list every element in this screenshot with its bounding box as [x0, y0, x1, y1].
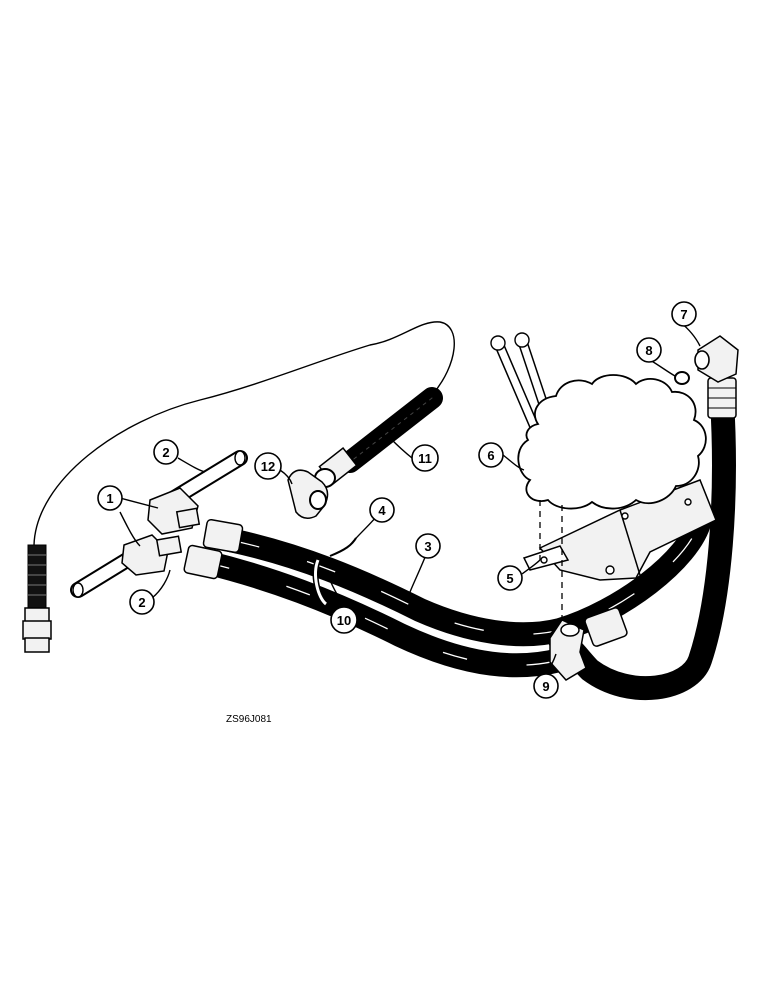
svg-text:11: 11 [418, 451, 432, 466]
svg-text:1: 1 [106, 491, 113, 506]
callout-3: 3 [415, 533, 441, 559]
hose-3 [202, 508, 712, 647]
svg-text:2: 2 [162, 445, 169, 460]
callout-6: 6 [478, 442, 504, 468]
callout-8: 8 [636, 337, 662, 363]
drawing-code: ZS96J081 [226, 714, 272, 725]
callout-4: 4 [369, 497, 395, 523]
elbow-1-lower [121, 534, 183, 576]
callout-12: 12 [254, 452, 282, 480]
svg-text:8: 8 [645, 343, 652, 358]
elbow-9 [549, 619, 587, 681]
svg-text:7: 7 [680, 307, 687, 322]
callout-9: 9 [533, 673, 559, 699]
elbow-1-upper [147, 487, 201, 535]
svg-text:4: 4 [378, 503, 386, 518]
callout-5: 5 [497, 565, 523, 591]
left-hose-end [22, 544, 52, 653]
o-ring-8 [674, 371, 690, 385]
hose-10 [183, 544, 572, 678]
continuation-line [33, 321, 455, 546]
callout-11: 11 [411, 444, 439, 472]
valve-6 [490, 332, 707, 632]
callout-10: 10 [330, 606, 358, 634]
callout-2-upper: 2 [153, 439, 179, 465]
svg-text:2: 2 [138, 595, 145, 610]
svg-text:10: 10 [337, 613, 351, 628]
svg-text:3: 3 [424, 539, 431, 554]
svg-text:5: 5 [506, 571, 513, 586]
callout-2-lower: 2 [129, 589, 155, 615]
callout-1: 1 [97, 485, 123, 511]
hose-11 [314, 387, 443, 488]
elbow-12 [287, 469, 329, 519]
svg-text:6: 6 [487, 448, 494, 463]
elbow-7 [694, 335, 739, 383]
callout-7: 7 [671, 301, 697, 327]
svg-text:9: 9 [542, 679, 549, 694]
hose-end-near-9 [584, 607, 628, 647]
svg-text:12: 12 [261, 459, 275, 474]
